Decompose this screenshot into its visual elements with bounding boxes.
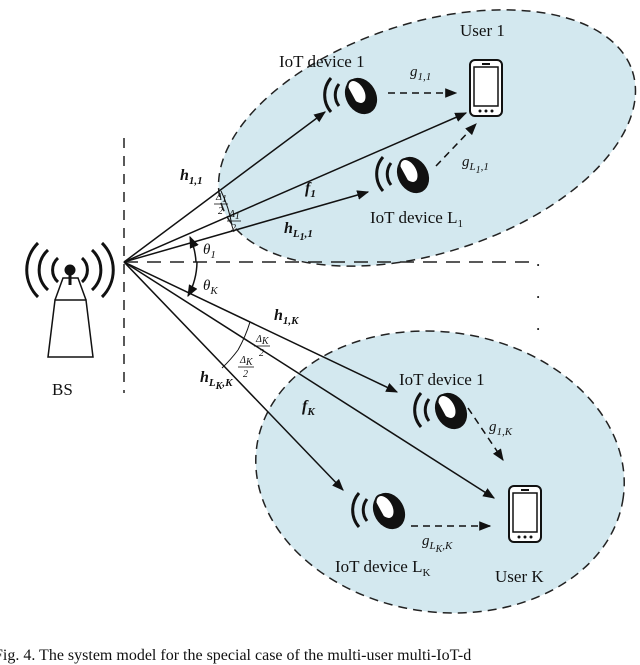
- beam-hL1: [123, 190, 370, 263]
- svg-text:2: 2: [243, 369, 248, 380]
- delta1-fraction-upper: Δ1 2: [214, 192, 228, 217]
- beam-lines: [123, 111, 496, 499]
- user-bottom-label: User K: [495, 567, 544, 586]
- h11-label: h1,1: [180, 167, 203, 187]
- h1K-label: h1,K: [274, 307, 299, 327]
- theta1-arc: [189, 235, 199, 263]
- beam-fK: [123, 261, 496, 499]
- gLK-label: gLK,K: [422, 533, 453, 555]
- thetaK-arc: [187, 261, 198, 298]
- deltaK-fraction-upper: ΔK 2: [254, 334, 270, 359]
- theta1-label: θ1: [203, 242, 216, 261]
- user-top-phone-icon: [469, 59, 503, 117]
- deltaK-arc-a: [237, 321, 251, 351]
- bs-tower-icon: [25, 241, 115, 358]
- delta1-fraction-lower: Δ1 2: [227, 209, 241, 234]
- bs-label: BS: [52, 380, 73, 399]
- deltaK-arc-b: [221, 349, 239, 369]
- link-arrows: [388, 88, 504, 531]
- link-g1K: [467, 407, 504, 461]
- dot-3: .: [536, 315, 540, 334]
- cluster-bottom: [255, 330, 625, 614]
- f1-label: f1: [305, 180, 316, 200]
- beam-h1K: [123, 261, 399, 393]
- iot-bottom-1-label: IoT device 1: [399, 370, 485, 389]
- svg-text:2: 2: [231, 223, 236, 234]
- fK-label: fK: [302, 398, 315, 418]
- figure-caption: Fig. 4. The system model for the special…: [0, 647, 471, 664]
- hL1-label: hL1,1: [284, 220, 313, 243]
- delta1-arc-a: [220, 190, 233, 227]
- g11-label: g1,1: [410, 64, 431, 83]
- svg-text:Δ1: Δ1: [215, 192, 227, 205]
- thetaK-label: θK: [203, 278, 218, 297]
- beam-hLK: [123, 261, 344, 491]
- svg-text:ΔK: ΔK: [239, 355, 254, 368]
- user-bottom-phone-icon: [508, 485, 542, 543]
- svg-text:ΔK: ΔK: [255, 334, 270, 347]
- deltaK-fraction-lower: ΔK 2: [238, 355, 254, 380]
- iot-bottom-L-label: IoT device LK: [335, 557, 430, 579]
- hLK-label: hLK,K: [200, 369, 233, 392]
- svg-text:2: 2: [218, 206, 223, 217]
- g1K-label: g1,K: [489, 419, 513, 438]
- link-gL1: [435, 123, 477, 167]
- dot-2: .: [536, 283, 540, 302]
- svg-text:2: 2: [259, 348, 264, 359]
- user-top-label: User 1: [460, 21, 505, 40]
- dot-1: .: [536, 251, 540, 270]
- iot-top-L-label: IoT device L1: [370, 208, 463, 230]
- gL1-label: gL1,1: [462, 154, 489, 176]
- beam-f1: [123, 112, 468, 263]
- svg-text:Δ1: Δ1: [228, 209, 240, 222]
- delta1-arc-b: [231, 225, 235, 233]
- cluster-top: [217, 9, 637, 267]
- beam-h11: [123, 111, 326, 263]
- iot-top-1-label: IoT device 1: [279, 52, 365, 71]
